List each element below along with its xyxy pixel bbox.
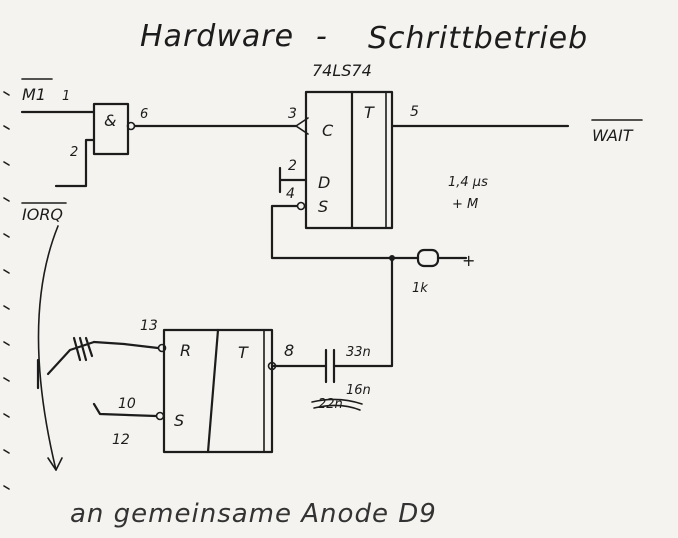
ic-top-d-number: 2 bbox=[288, 158, 297, 174]
timing-note-2: + M bbox=[452, 197, 478, 212]
note-common-anode: an gemeinsame Anode D9 bbox=[70, 499, 437, 529]
capacitor-scribble bbox=[311, 398, 363, 411]
switch-hatching bbox=[72, 336, 94, 362]
ic-top-part-number: 74LS74 bbox=[312, 61, 372, 80]
ic-bottom-pin-r: R bbox=[180, 341, 191, 360]
capacitor-value: 33n bbox=[346, 345, 371, 360]
ic-bottom-s-number: 10 bbox=[118, 396, 136, 412]
resistor-value: 1k bbox=[412, 281, 428, 296]
ic-bottom-pin-s: S bbox=[174, 411, 184, 430]
and-gate-symbol: & bbox=[104, 111, 116, 130]
switch-contact bbox=[46, 340, 96, 376]
ic-bottom-output-bubble bbox=[267, 361, 277, 371]
wire-iorq bbox=[54, 138, 96, 188]
ic-bottom-s-bubble bbox=[155, 411, 165, 421]
ic-top-s-number: 4 bbox=[286, 186, 295, 202]
flipflop-bottom-divider bbox=[206, 328, 220, 454]
ic-top-clock-number: 3 bbox=[288, 106, 297, 122]
note-arrow-curve bbox=[37, 225, 59, 471]
title-schrittbetrieb: Schrittbetrieb bbox=[368, 21, 588, 56]
gate-output-number: 6 bbox=[140, 107, 148, 122]
timing-note-1: 1,4 µs bbox=[448, 175, 488, 190]
gate-input-2-number: 2 bbox=[70, 145, 78, 160]
flipflop-bottom bbox=[162, 328, 274, 454]
signal-iorq-label: IORQ bbox=[22, 205, 63, 224]
ic-bottom-pin-t: T bbox=[238, 343, 249, 362]
supply-plus-label: + bbox=[462, 251, 475, 270]
gate-input-1-number: 1 bbox=[62, 89, 70, 104]
flipflop-bottom-body bbox=[162, 328, 274, 454]
signal-m1-label: M1 bbox=[22, 85, 46, 104]
title-dash: - bbox=[316, 19, 328, 54]
ic-top-q-number: 5 bbox=[410, 104, 419, 120]
capacitor-pin-label: 16n bbox=[346, 383, 371, 398]
signal-wait-label: WAIT bbox=[592, 126, 634, 145]
title-hardware: Hardware bbox=[140, 19, 294, 54]
capacitor-crossed-note: 22n bbox=[318, 397, 343, 412]
ic-bottom-q-number: 8 bbox=[284, 341, 294, 360]
notebook-margin-marks bbox=[3, 91, 10, 490]
ic-top-s-bubble bbox=[296, 201, 306, 211]
note-arrow-head bbox=[47, 457, 63, 471]
flipflop-top bbox=[304, 90, 394, 230]
ic-bottom-s-alt-number: 12 bbox=[112, 432, 130, 448]
flipflop-top-body bbox=[304, 90, 394, 230]
wire-r-input bbox=[92, 340, 160, 350]
wire-s-input bbox=[92, 402, 158, 418]
ic-top-pin-c: C bbox=[322, 121, 334, 140]
resistor-1k bbox=[416, 248, 440, 268]
ic-bottom-r-number: 13 bbox=[140, 318, 158, 334]
and-gate: & bbox=[92, 102, 136, 156]
ic-top-pin-t: T bbox=[364, 103, 375, 122]
wire-s-to-rail bbox=[270, 204, 394, 260]
ic-top-pin-d: D bbox=[318, 173, 330, 192]
wire-rail-to-capacitor bbox=[332, 256, 394, 368]
ic-top-pin-s: S bbox=[318, 197, 328, 216]
